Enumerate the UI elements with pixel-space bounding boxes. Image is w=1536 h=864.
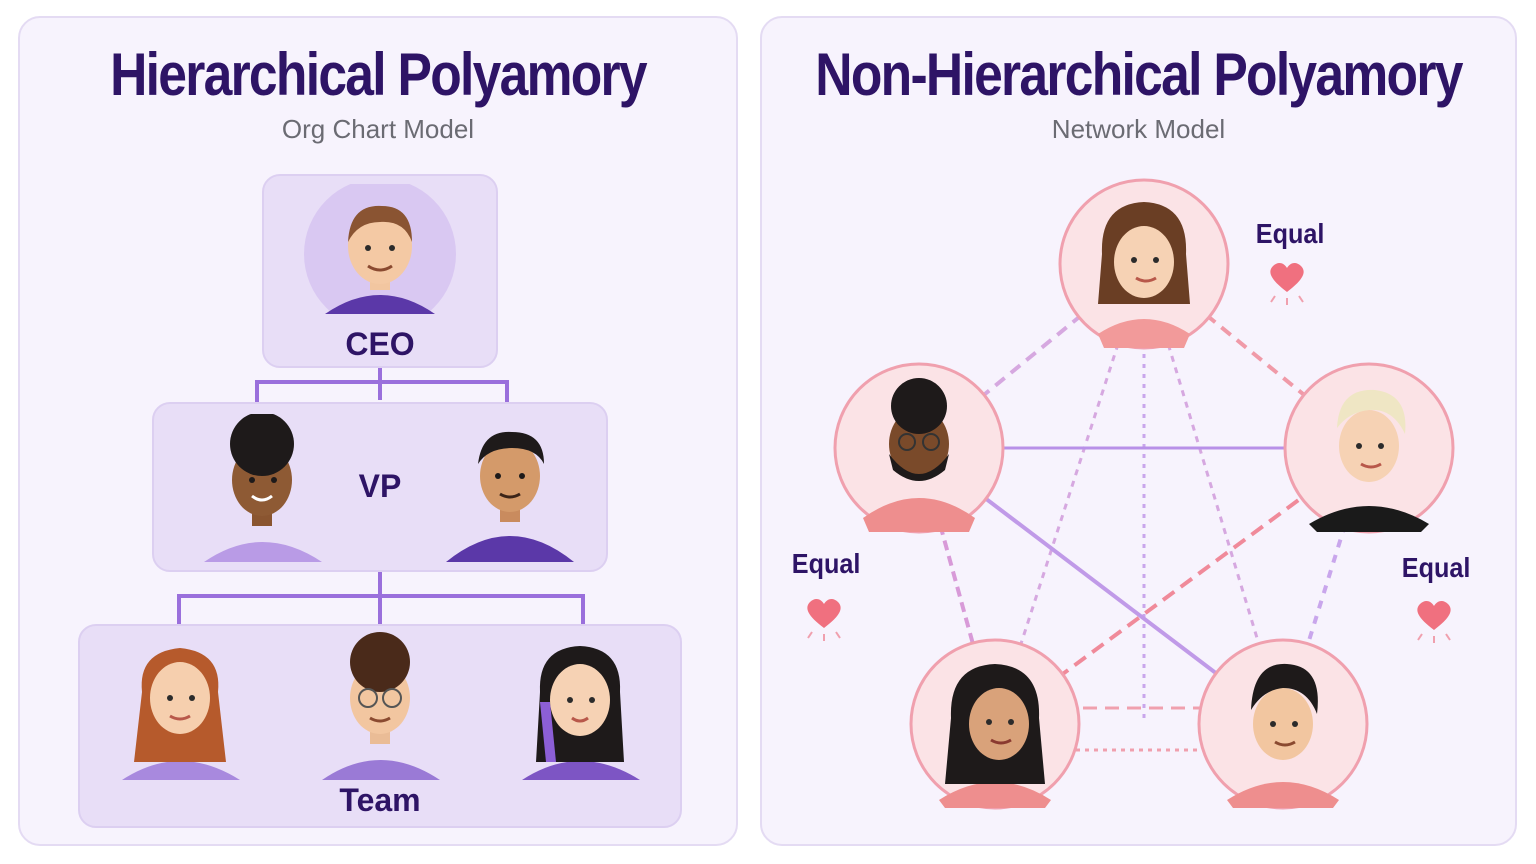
ceo-label: CEO: [345, 326, 415, 362]
vp-team-connector: [378, 572, 382, 624]
team-avatar-3: [522, 646, 640, 780]
edge-top-bottomleft: [993, 263, 1146, 725]
node-left: [833, 362, 1005, 534]
node-right: [1283, 362, 1455, 534]
ceo-tier: CEO: [262, 174, 498, 368]
vp-branch-connector: [255, 380, 509, 384]
non-hierarchical-title: Non-Hierarchical Polyamory: [815, 41, 1463, 108]
vp-left-drop: [255, 380, 259, 402]
ceo-avatar: [304, 184, 456, 314]
hierarchical-title: Hierarchical Polyamory: [110, 41, 648, 108]
team-tier: Team: [78, 624, 682, 828]
team-branch-connector: [177, 594, 585, 598]
hierarchical-subtitle: Org Chart Model: [281, 114, 475, 144]
heart-icon: [807, 598, 841, 641]
vp-tier: VP: [152, 402, 608, 572]
team-left-drop: [177, 594, 181, 624]
equal-label-right: Equal: [1401, 552, 1471, 583]
vp-avatar-2: [446, 431, 574, 562]
node-top: [1058, 178, 1230, 350]
heart-icon: [1417, 600, 1451, 643]
vp-label: VP: [358, 468, 402, 504]
team-avatar-1: [122, 648, 240, 780]
heart-icon: [1270, 262, 1304, 305]
vp-avatar-1: [204, 414, 322, 562]
hierarchical-panel: Hierarchical Polyamory Org Chart Model C…: [18, 16, 738, 846]
ceo-vp-connector: [378, 368, 382, 400]
non-hierarchical-subtitle: Network Model: [1051, 114, 1226, 144]
equal-label-left: Equal: [791, 548, 861, 579]
node-bottom-right: [1197, 638, 1369, 810]
equal-label-top: Equal: [1255, 218, 1325, 249]
team-avatar-2: [322, 632, 440, 780]
node-bottom-left: [909, 638, 1081, 810]
vp-right-drop: [505, 380, 509, 402]
network-diagram: [833, 178, 1455, 810]
non-hierarchical-panel: Non-Hierarchical Polyamory Network Model: [760, 16, 1517, 846]
team-label: Team: [339, 782, 421, 818]
team-right-drop: [581, 594, 585, 624]
